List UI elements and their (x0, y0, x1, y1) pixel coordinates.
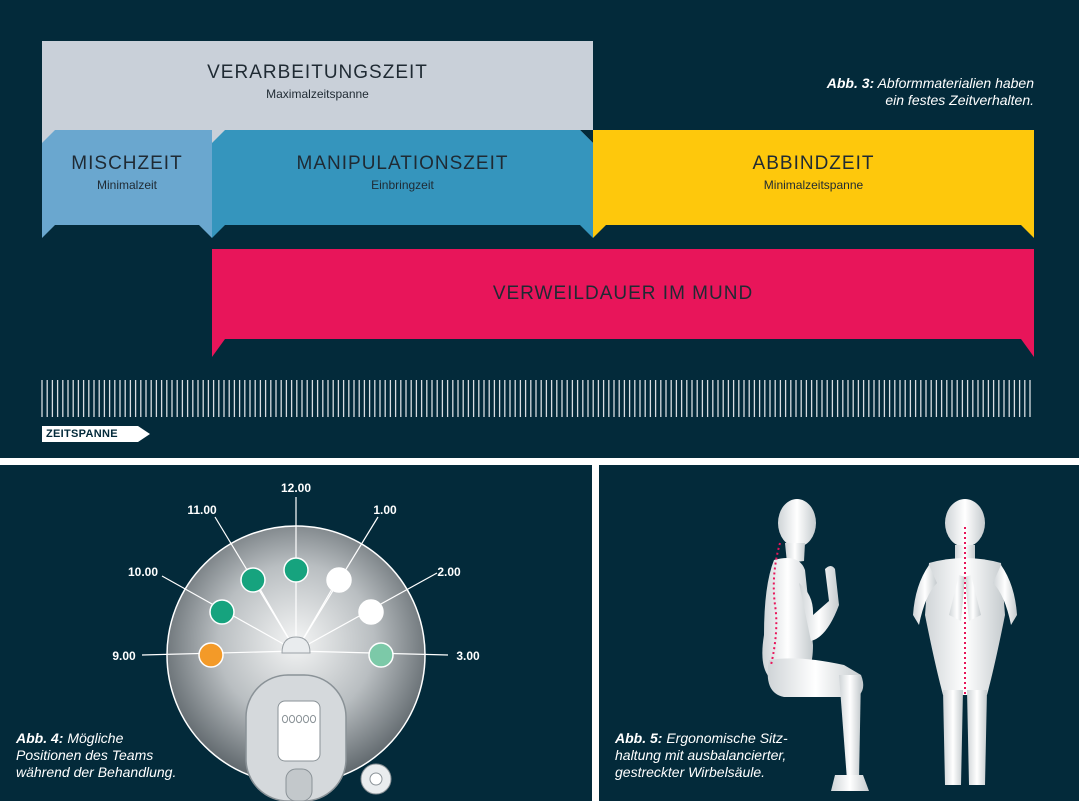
setting-time-title: ABBINDZEIT (752, 153, 875, 174)
position-1-marker (326, 567, 352, 593)
figure-5-caption-line3: gestreckter Wirbelsäule. (615, 764, 766, 780)
figure-3-graphic (41, 41, 1034, 442)
figure-5-caption-label: Abb. 5: (615, 730, 663, 746)
clock-label-10: 10.00 (127, 565, 159, 579)
mouth-duration-title: VERWEILDAUER IM MUND (492, 283, 754, 304)
dental-chair-headrest (277, 700, 321, 762)
patient-head-icon (281, 636, 311, 654)
dental-chair-armrest (285, 768, 313, 801)
figure-5-caption-line1: Ergonomische Sitz- (666, 730, 788, 746)
manipulation-time-bar (212, 130, 593, 238)
processing-time-title: VERARBEITUNGSZEIT (207, 62, 428, 83)
manipulation-time-label: MANIPULATIONSZEIT Einbringzeit (212, 153, 593, 192)
position-9-marker (198, 642, 224, 668)
clock-label-3: 3.00 (456, 649, 480, 663)
seated-figure (762, 499, 869, 791)
mixing-time-bar (42, 130, 212, 238)
setting-time-subtitle: Minimalzeitspanne (763, 178, 864, 192)
mouth-duration-label: VERWEILDAUER IM MUND (212, 283, 1034, 305)
figure-3-caption-line1: Abformmaterialien haben (877, 75, 1034, 91)
mixing-time-title: MISCHZEIT (71, 153, 183, 174)
mixing-time-label: MISCHZEIT Minimalzeit (42, 153, 212, 192)
figure-3-caption-label: Abb. 3: (826, 75, 875, 91)
clock-label-2: 2.00 (437, 565, 461, 579)
manipulation-time-title: MANIPULATIONSZEIT (296, 153, 509, 174)
standing-figure (913, 499, 1017, 785)
figure-3-caption: Abb. 3: Abformmaterialien haben ein fest… (734, 75, 1034, 109)
timeline-arrow (42, 426, 150, 442)
figure-4-caption-label: Abb. 4: (16, 730, 64, 746)
figure-5-panel: Abb. 5: Ergonomische Sitz- haltung mit a… (599, 465, 1079, 801)
manipulation-time-subtitle: Einbringzeit (371, 178, 434, 192)
mouth-duration-bar (212, 249, 1034, 357)
position-11-marker (240, 567, 266, 593)
setting-time-label: ABBINDZEIT Minimalzeitspanne (593, 153, 1034, 192)
processing-time-label: VERARBEITUNGSZEIT Maximalzeitspanne (42, 62, 593, 101)
position-10-marker (209, 599, 235, 625)
clock-label-12: 12.00 (280, 481, 312, 495)
figure-4-caption-line3: während der Behandlung. (16, 764, 177, 780)
figure-4-caption-line1: Mögliche (67, 730, 124, 746)
treatment-area-disc (167, 526, 425, 784)
position-3-marker (368, 642, 394, 668)
figure-5-caption: Abb. 5: Ergonomische Sitz- haltung mit a… (615, 730, 855, 781)
clock-label-1: 1.00 (373, 503, 397, 517)
figure-4-panel: 12.00 1.00 2.00 3.00 9.00 10.00 11.00 Ab… (0, 465, 592, 801)
foot-control-inner-icon (369, 772, 383, 786)
timeline-label: ZEITSPANNE (46, 428, 118, 440)
headrest-holes (281, 714, 317, 724)
figure-5-caption-line2: haltung mit ausbalancierter, (615, 747, 787, 763)
processing-time-bar-body (42, 41, 593, 130)
figure-4-caption: Abb. 4: Mögliche Positionen des Teams wä… (16, 730, 216, 781)
figure-3-caption-line2: ein festes Zeitverhalten. (885, 92, 1034, 108)
figure-3-panel: VERARBEITUNGSZEIT Maximalzeitspanne MISC… (0, 0, 1079, 458)
position-12-marker (283, 557, 309, 583)
position-2-marker (358, 599, 384, 625)
timeline-ticks (41, 380, 1031, 417)
figure-5-graphic (762, 499, 1017, 791)
setting-time-bar (593, 130, 1034, 238)
processing-time-subtitle: Maximalzeitspanne (266, 87, 369, 101)
mixing-time-subtitle: Minimalzeit (96, 178, 157, 192)
figure-4-caption-line2: Positionen des Teams (16, 747, 154, 763)
clock-label-11: 11.00 (187, 503, 217, 517)
figure-4-graphic (141, 497, 449, 801)
clock-label-9: 9.00 (112, 649, 136, 663)
